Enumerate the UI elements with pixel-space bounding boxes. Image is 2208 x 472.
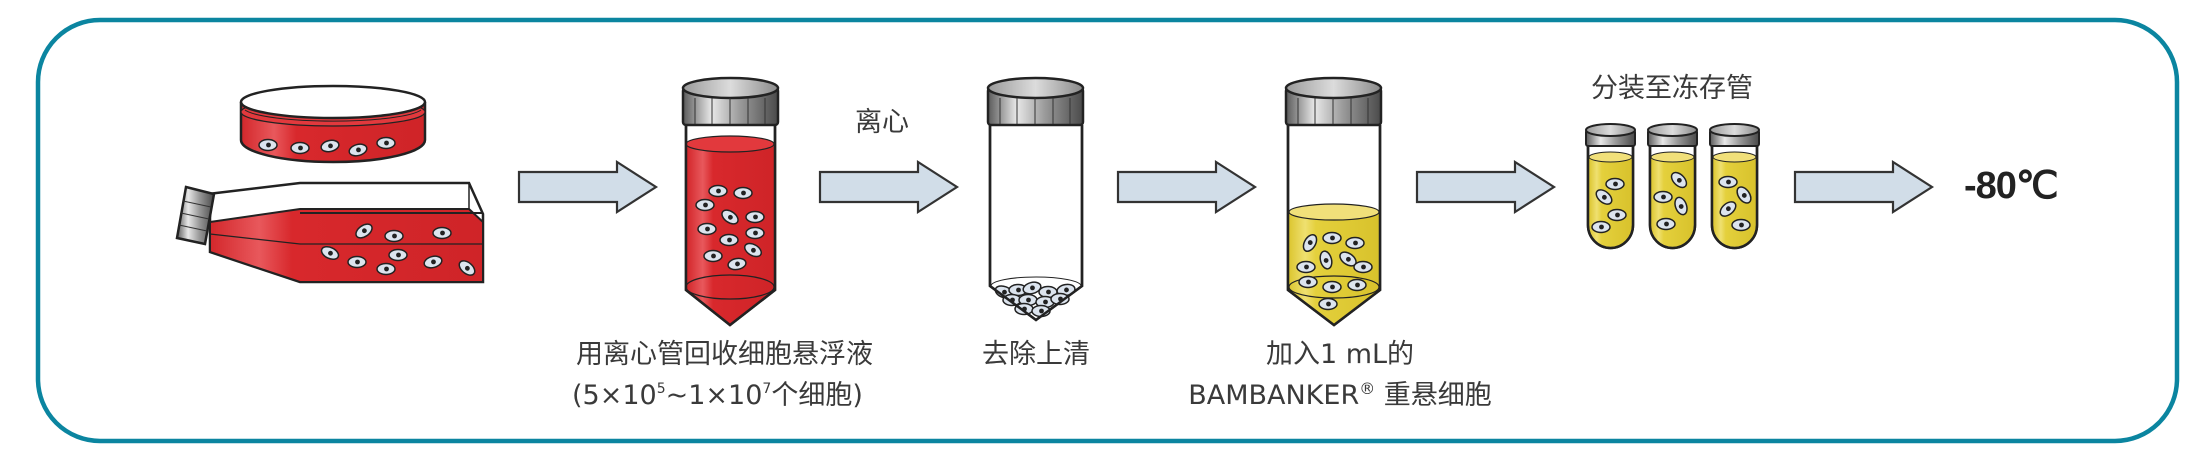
arrow-3-icon	[1116, 160, 1257, 214]
cryovial-icon	[1709, 123, 1760, 250]
arrow-5-icon	[1793, 160, 1934, 214]
tube-cap-icon	[681, 76, 780, 127]
centrifuge-caption: 离心	[855, 107, 909, 138]
petri-dish-icon	[239, 84, 427, 164]
arrow-4-icon	[1415, 160, 1556, 214]
remove-supernatant-label: 去除上清	[982, 339, 1090, 370]
arrow-2-icon	[818, 160, 959, 214]
tube-cap-icon	[1284, 76, 1383, 127]
cell-count-mid: ~1×10	[665, 380, 763, 411]
centrifuge-tube-yellow-icon	[1284, 76, 1383, 327]
cryovial-icon	[1647, 123, 1698, 250]
resuspend-text: 重悬细胞	[1375, 380, 1492, 411]
culture-flask-icon	[175, 181, 485, 284]
cell-count-suffix: 个细胞)	[771, 380, 863, 411]
brand-name: BAMBANKER	[1188, 380, 1360, 411]
centrifuge-tube-red-icon	[681, 76, 780, 327]
collect-label-line2: (5×105~1×107个细胞)	[572, 372, 863, 413]
registered-mark: ®	[1359, 379, 1376, 398]
centrifuge-tube-pellet-icon	[986, 76, 1085, 322]
resuspend-label-line1: 加入1 mL的	[1265, 339, 1415, 370]
cell-count-exp2: 7	[762, 381, 772, 397]
cell-count-prefix: (5×10	[572, 380, 657, 411]
arrow-1-icon	[517, 160, 658, 214]
flask-cap-icon	[175, 185, 216, 246]
resuspend-label-line2: BAMBANKER® 重悬细胞	[1188, 372, 1492, 413]
frame-border	[35, 17, 2180, 444]
cell-count-exp1: 5	[656, 381, 666, 397]
cryovial-icon	[1585, 123, 1636, 250]
freeze-temperature: -80℃	[1964, 165, 2059, 207]
aliquot-label: 分装至冻存管	[1591, 73, 1753, 104]
collect-label-line1: 用离心管回收细胞悬浮液	[576, 339, 873, 370]
tube-cap-icon	[986, 76, 1085, 127]
